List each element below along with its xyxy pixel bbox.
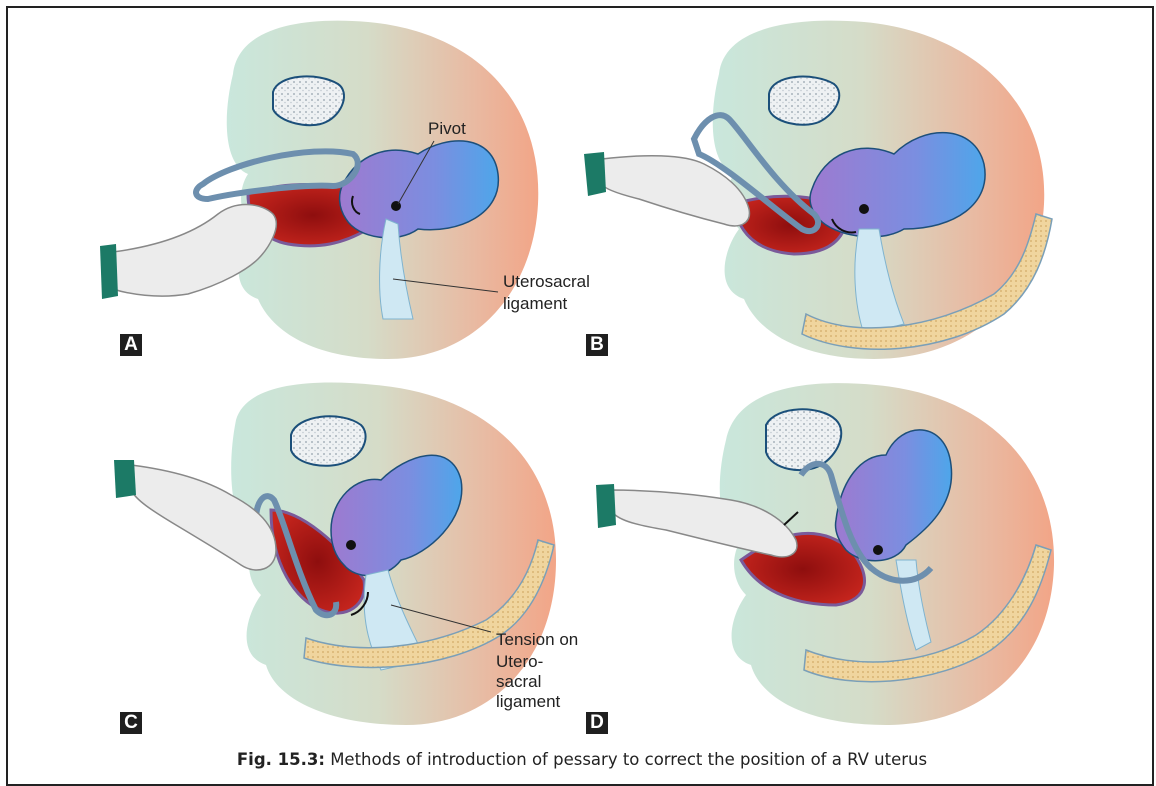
pivot-point — [391, 201, 401, 211]
pivot-point — [859, 204, 869, 214]
glove-cuff — [584, 152, 606, 196]
panel-c: Tension on Utero-sacral ligament — [106, 380, 586, 740]
caption-label: Fig. 15.3: — [237, 750, 325, 769]
panel-b-letter: B — [586, 334, 608, 356]
uterosacral-label-line2: ligament — [503, 294, 567, 314]
pivot-point — [346, 540, 356, 550]
caption-text: Methods of introduction of pessary to co… — [325, 750, 927, 769]
panel-d — [586, 380, 1066, 740]
panel-b-illustration — [574, 14, 1054, 364]
glove-cuff — [100, 244, 118, 299]
figure-caption: Fig. 15.3: Methods of introduction of pe… — [8, 750, 1156, 769]
panel-d-illustration — [586, 380, 1066, 740]
figure-frame: Pivot Uterosacral ligament A B — [6, 6, 1154, 786]
tension-label-line1: Tension on — [496, 630, 578, 650]
glove-cuff — [596, 484, 616, 528]
panel-a-illustration — [88, 14, 558, 364]
tension-label-line2: Utero-sacral ligament — [496, 652, 586, 712]
pubic-bone — [273, 76, 344, 125]
panel-d-letter: D — [586, 712, 608, 734]
pivot-label: Pivot — [428, 119, 466, 139]
panel-a-letter: A — [120, 334, 142, 356]
glove-cuff — [114, 460, 136, 498]
pivot-point — [873, 545, 883, 555]
panel-c-letter: C — [120, 712, 142, 734]
pubic-bone — [291, 416, 366, 466]
panel-a: Pivot Uterosacral ligament — [88, 14, 558, 364]
panel-b — [574, 14, 1054, 364]
